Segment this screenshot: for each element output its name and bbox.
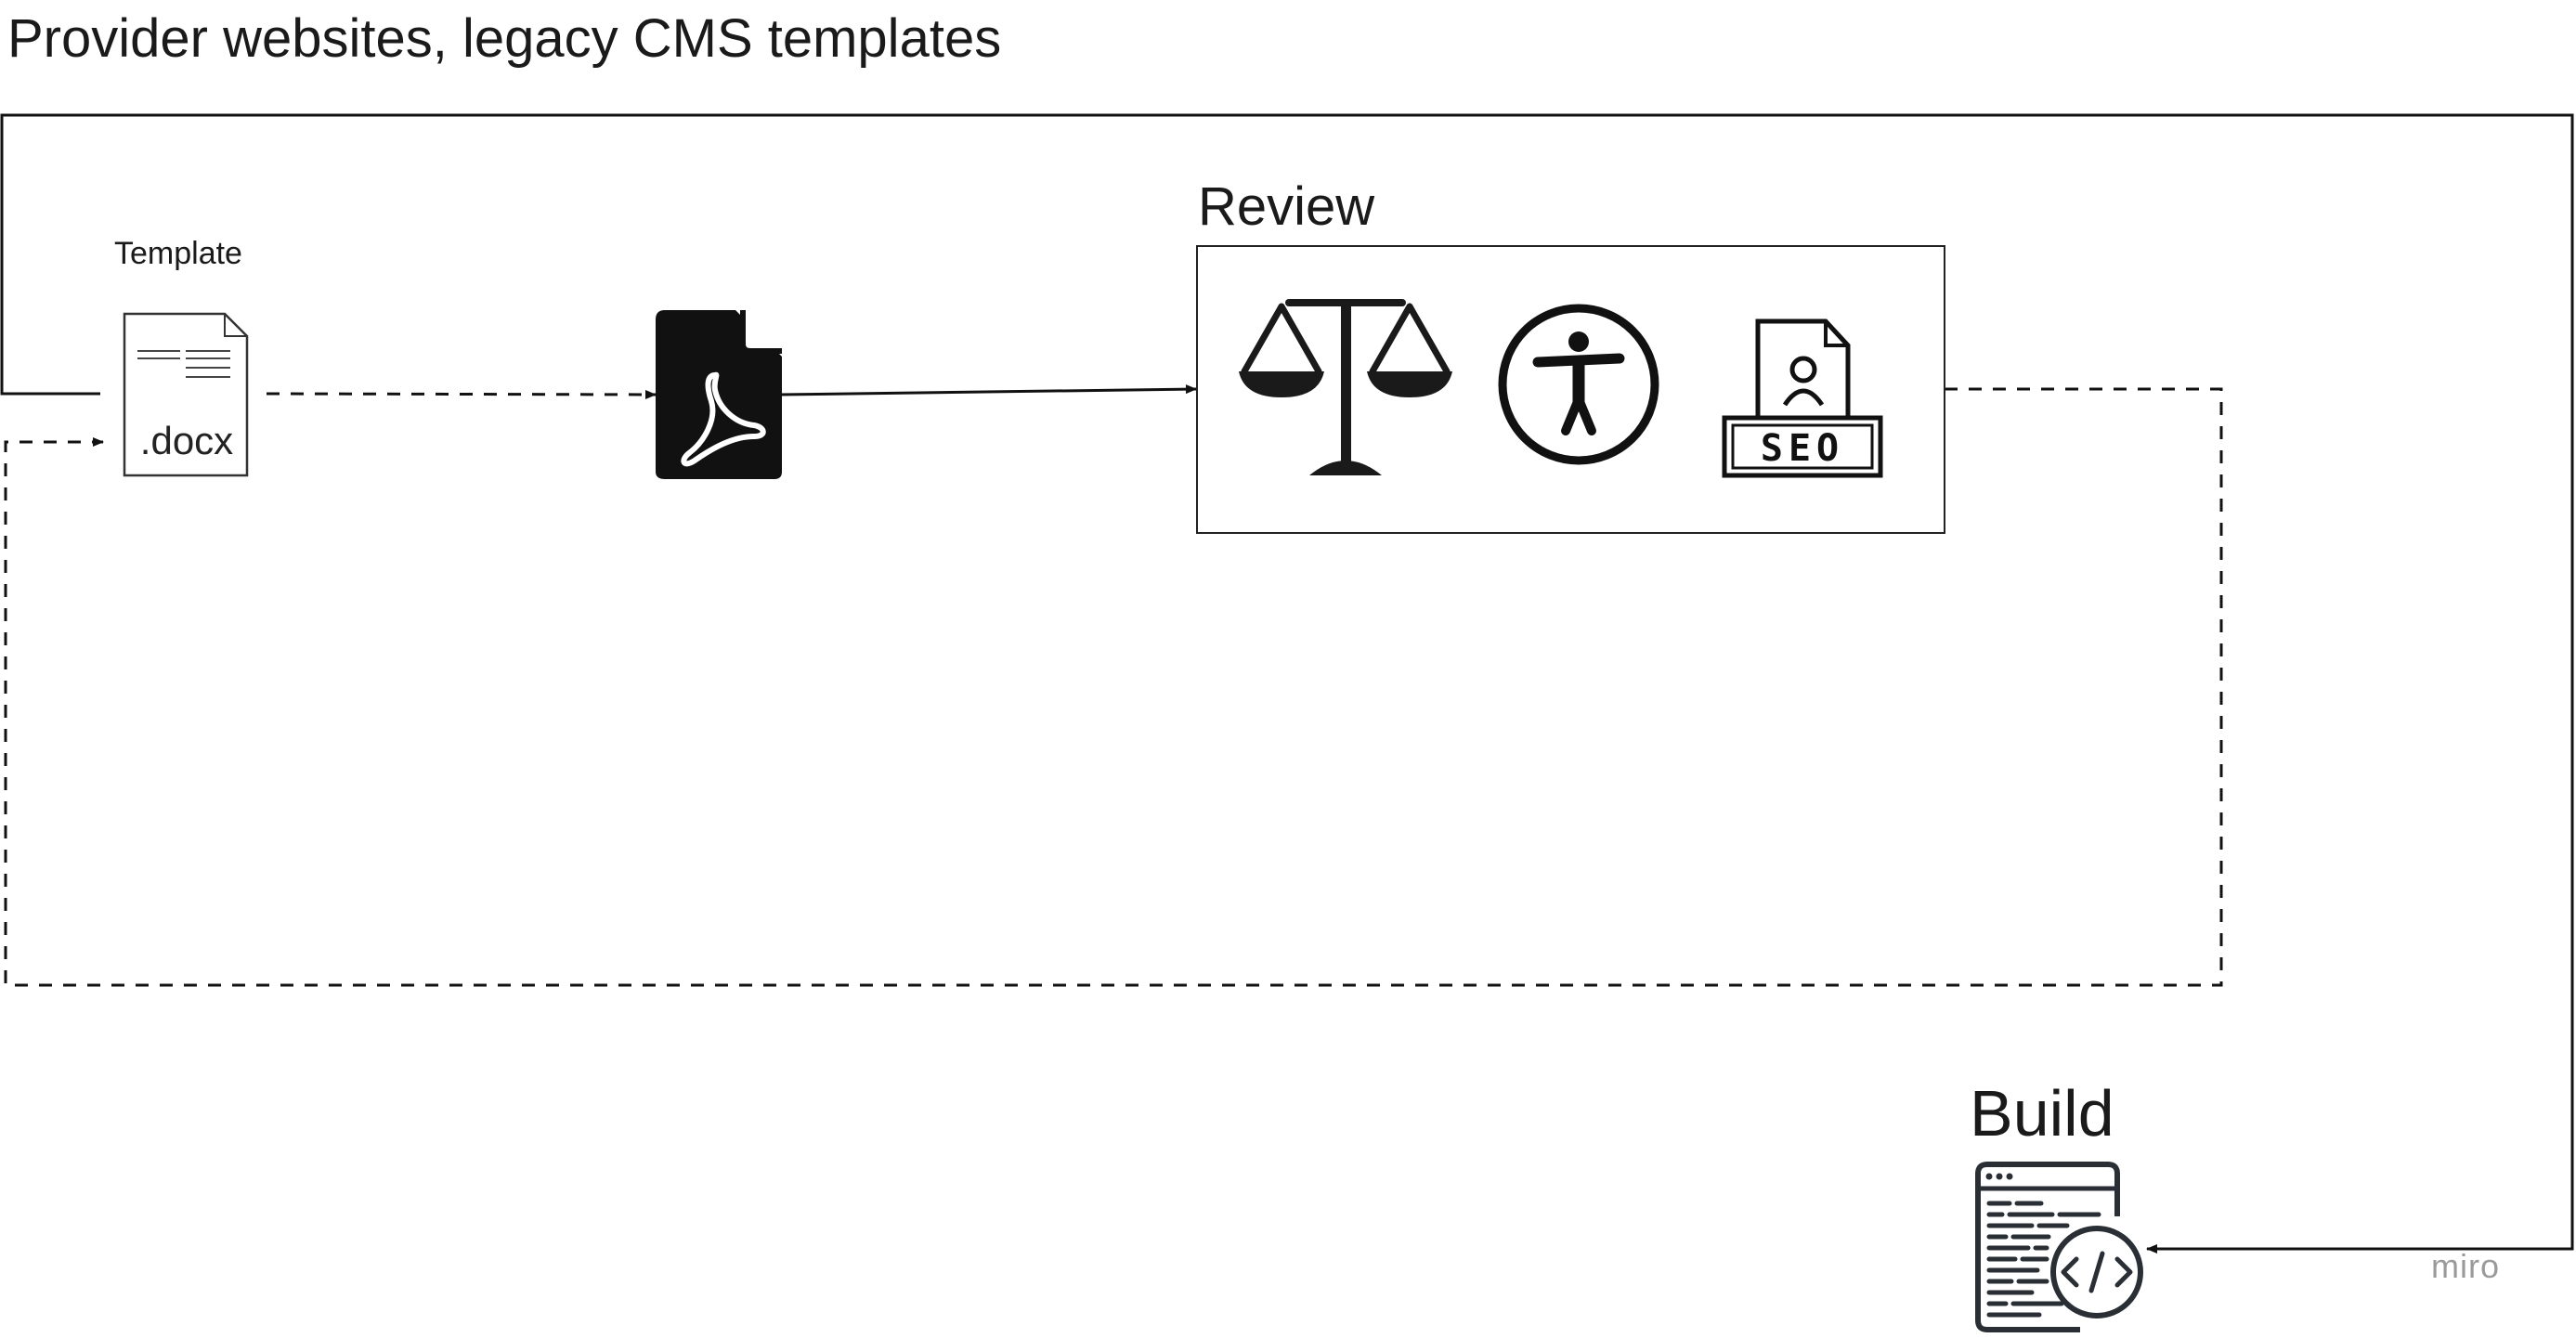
seo-text: SEO bbox=[1761, 427, 1844, 470]
accessibility-icon bbox=[1498, 304, 1659, 465]
docx-file-icon bbox=[123, 312, 249, 477]
review-box bbox=[1196, 245, 1945, 534]
seo-icon: SEO bbox=[1722, 318, 1883, 478]
template-label: Template bbox=[114, 236, 242, 271]
edge-template-to-pdf bbox=[266, 389, 657, 399]
edge-pdf-to-review bbox=[779, 384, 1197, 396]
miro-watermark: miro bbox=[2431, 1247, 2500, 1285]
build-label: Build bbox=[1970, 1077, 2114, 1150]
pdf-file-icon bbox=[656, 310, 782, 479]
edge-review-to-template bbox=[4, 387, 2223, 987]
scales-of-justice-icon bbox=[1239, 299, 1452, 475]
diagram-title: Provider websites, legacy CMS templates bbox=[7, 8, 1002, 69]
docx-extension-label: .docx bbox=[139, 419, 234, 462]
review-label: Review bbox=[1198, 176, 1375, 237]
code-window-icon bbox=[1975, 1162, 2143, 1332]
edge-template-to-build bbox=[0, 113, 2574, 1254]
